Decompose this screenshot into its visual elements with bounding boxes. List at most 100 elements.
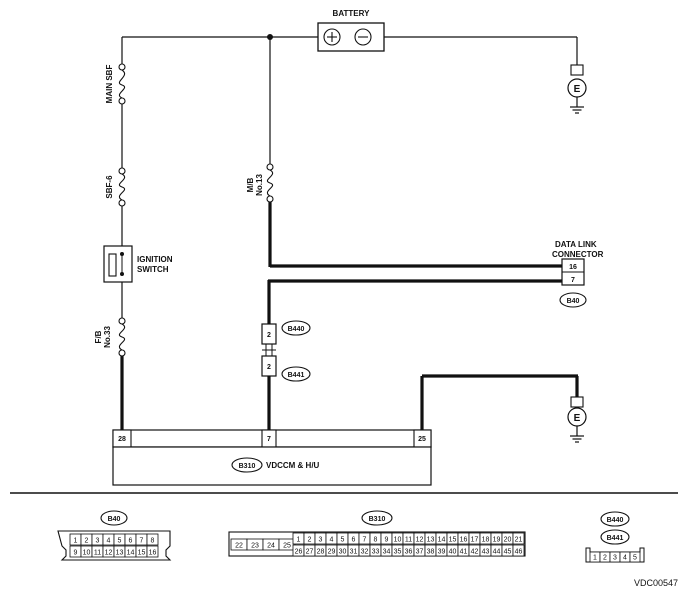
b440-face-tag bbox=[600, 511, 630, 527]
mb13-label-2: No.13 bbox=[255, 174, 264, 196]
pin-number: 40 bbox=[449, 549, 457, 556]
pin-number: 31 bbox=[350, 549, 358, 556]
pin-number: 2 bbox=[603, 555, 607, 562]
battery-label: BATTERY bbox=[333, 9, 371, 18]
pin-number: 26 bbox=[295, 549, 303, 556]
b310-tag bbox=[231, 457, 263, 473]
dlc-pin-16: 16 bbox=[569, 264, 577, 271]
pin-number: 43 bbox=[482, 549, 490, 556]
dlc-label-1: DATA LINK bbox=[555, 240, 597, 249]
b310-face-tag bbox=[361, 510, 393, 526]
pin-number: 8 bbox=[151, 538, 155, 545]
pin-number: 10 bbox=[83, 550, 91, 557]
fb33-fuse: F/B No.33 bbox=[94, 317, 126, 357]
pin-cell bbox=[512, 532, 525, 545]
pin-number: 41 bbox=[460, 549, 468, 556]
sbf6-label: SBF-6 bbox=[105, 175, 114, 199]
data-link-connector: DATA LINK CONNECTOR 16 7 B40 bbox=[552, 240, 604, 308]
pin-number: 2 bbox=[85, 538, 89, 545]
pin-number: 12 bbox=[416, 537, 424, 544]
b40-face-label: B40 bbox=[108, 516, 121, 523]
pin-number: 24 bbox=[267, 543, 275, 550]
pin-number: 35 bbox=[394, 549, 402, 556]
pin-number: 12 bbox=[105, 550, 113, 557]
vdccm-module: 28 7 25 B310 VDCCM & H/U bbox=[112, 429, 432, 486]
ground-top: E bbox=[567, 37, 587, 114]
pin-number: 15 bbox=[449, 537, 457, 544]
pin-number: 23 bbox=[251, 543, 259, 550]
dlc-pin-7: 7 bbox=[571, 277, 575, 284]
module-pin-28: 28 bbox=[118, 436, 126, 443]
pin-number: 17 bbox=[471, 537, 479, 544]
module-ground-wire: E bbox=[420, 374, 587, 443]
pin-number: 36 bbox=[405, 549, 413, 556]
dlc-to-module-wire bbox=[267, 279, 562, 430]
pin-cell bbox=[629, 551, 641, 563]
pin-number: 39 bbox=[438, 549, 446, 556]
pin-number: 3 bbox=[96, 538, 100, 545]
ignition-switch: IGNITION SWITCH bbox=[103, 245, 173, 283]
b440-b441-connector: 2 2 B440 B441 bbox=[261, 320, 311, 382]
pin-number: 2 bbox=[308, 537, 312, 544]
pin-number: 16 bbox=[149, 550, 157, 557]
pin-number: 16 bbox=[460, 537, 468, 544]
b310-face-label: B310 bbox=[369, 516, 386, 523]
pin-number: 45 bbox=[504, 549, 512, 556]
pin-number: 13 bbox=[427, 537, 435, 544]
mb13-branch: M/B No.13 bbox=[246, 37, 562, 268]
pin-number: 11 bbox=[94, 550, 101, 557]
pin-number: 25 bbox=[283, 543, 291, 550]
pin-cell bbox=[512, 544, 525, 557]
sbf6-fuse: SBF-6 bbox=[105, 167, 126, 207]
pin-number: 15 bbox=[138, 550, 146, 557]
pin-number: 42 bbox=[471, 549, 479, 556]
figure-id: VDC00547 bbox=[634, 578, 678, 588]
pin-number: 11 bbox=[405, 537, 412, 544]
fb33-label-1: F/B bbox=[94, 330, 103, 343]
b441-pin-2: 2 bbox=[267, 364, 271, 371]
ground-e-label: E bbox=[574, 413, 581, 424]
pin-number: 44 bbox=[493, 549, 501, 556]
pin-number: 1 bbox=[74, 538, 78, 545]
battery: BATTERY bbox=[317, 9, 385, 52]
pin-number: 34 bbox=[383, 549, 391, 556]
b440-label: B440 bbox=[288, 326, 305, 333]
b40-face-tag bbox=[100, 510, 128, 526]
pin-cell bbox=[146, 533, 159, 546]
ignition-label-2: SWITCH bbox=[137, 265, 169, 274]
pin-number: 19 bbox=[493, 537, 501, 544]
pin-number: 38 bbox=[427, 549, 435, 556]
pin-number: 33 bbox=[372, 549, 380, 556]
b440-pin-2: 2 bbox=[267, 332, 271, 339]
dlc-label-2: CONNECTOR bbox=[552, 250, 604, 259]
pin-number: 1 bbox=[297, 537, 301, 544]
pin-number: 14 bbox=[438, 537, 446, 544]
pin-number: 32 bbox=[361, 549, 369, 556]
b441-face-label: B441 bbox=[607, 535, 624, 542]
b440-tag bbox=[281, 320, 311, 336]
pin-number: 13 bbox=[116, 550, 124, 557]
pin-number: 4 bbox=[107, 538, 111, 545]
b441-face-tag bbox=[600, 529, 630, 545]
ground-e-label: E bbox=[574, 84, 581, 95]
b440-face-label: B440 bbox=[607, 517, 624, 524]
pin-number: 10 bbox=[394, 537, 402, 544]
pin-number: 14 bbox=[127, 550, 135, 557]
pin-cell bbox=[278, 538, 296, 551]
pin-number: 3 bbox=[319, 537, 323, 544]
pin-number: 4 bbox=[330, 537, 334, 544]
b40-tag bbox=[559, 292, 587, 308]
pin-number: 5 bbox=[118, 538, 122, 545]
pin-number: 29 bbox=[328, 549, 336, 556]
pin-number: 27 bbox=[306, 549, 314, 556]
b441-label: B441 bbox=[288, 372, 305, 379]
pin-number: 5 bbox=[633, 555, 637, 562]
pin-number: 18 bbox=[482, 537, 490, 544]
module-pin-25: 25 bbox=[418, 436, 426, 443]
pin-number: 8 bbox=[374, 537, 378, 544]
main-sbf-fuse: MAIN SBF bbox=[105, 63, 126, 105]
